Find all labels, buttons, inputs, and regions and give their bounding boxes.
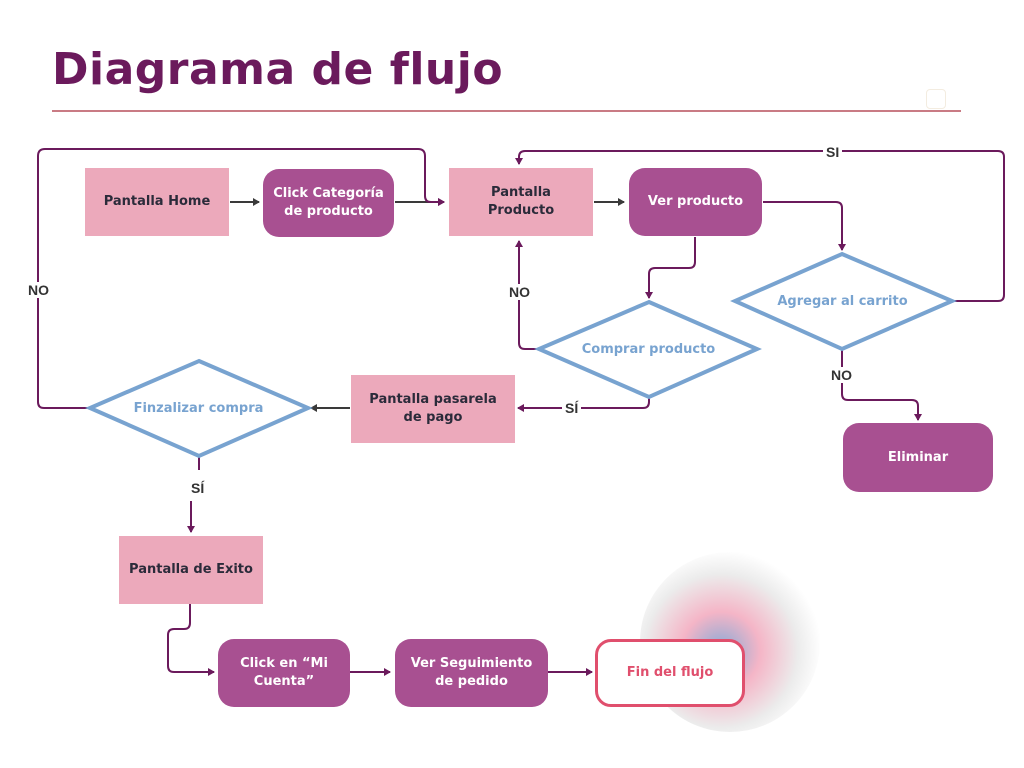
edge-finalizar-no [37,148,445,409]
node-ver-seguimiento: Ver Seguimiento de pedido [395,639,548,707]
edge-agregar-no [841,349,922,421]
edge-exito-to-cuenta [167,604,215,676]
edge-comprar-si [517,397,650,412]
edge-finalizar-si [191,456,200,532]
decision-finalizar-compra [84,358,314,459]
title-divider [52,110,961,112]
edge-label-agregar-si: SI [823,144,843,160]
edge-label-comprar-no: NO [506,284,533,300]
node-pantalla-producto: Pantalla Producto [449,168,593,236]
node-pantalla-home: Pantalla Home [85,168,229,236]
node-eliminar: Eliminar [843,423,993,492]
decorative-icon [926,89,946,109]
decision-agregar-carrito [730,251,958,352]
label-comprar-producto: Comprar producto [581,341,716,357]
node-pantalla-pasarela: Pantalla pasarela de pago [351,375,515,443]
edge-label-agregar-no: NO [828,367,855,383]
label-finalizar-compra: Finzalizar compra [133,400,264,416]
edge-label-comprar-si: SÍ [562,400,582,416]
edge-ver-to-agregar [763,201,846,251]
edge-comprar-no [515,240,539,350]
decision-comprar-producto [533,299,762,400]
page-title: Diagrama de flujo [52,44,504,95]
node-click-categoria: Click Categoría de producto [263,169,394,237]
node-pantalla-exito: Pantalla de Exito [119,536,263,604]
node-ver-producto: Ver producto [629,168,762,236]
edge-label-finalizar-no: NO [25,282,52,298]
edge-agregar-si [515,150,1005,302]
edge-ver-to-comprar [645,237,696,299]
node-fin-del-flujo: Fin del flujo [595,639,745,707]
edge-label-finalizar-si: SÍ [188,480,208,496]
label-agregar-carrito: Agregar al carrito [777,293,908,309]
node-click-mi-cuenta: Click en “Mi Cuenta” [218,639,350,707]
